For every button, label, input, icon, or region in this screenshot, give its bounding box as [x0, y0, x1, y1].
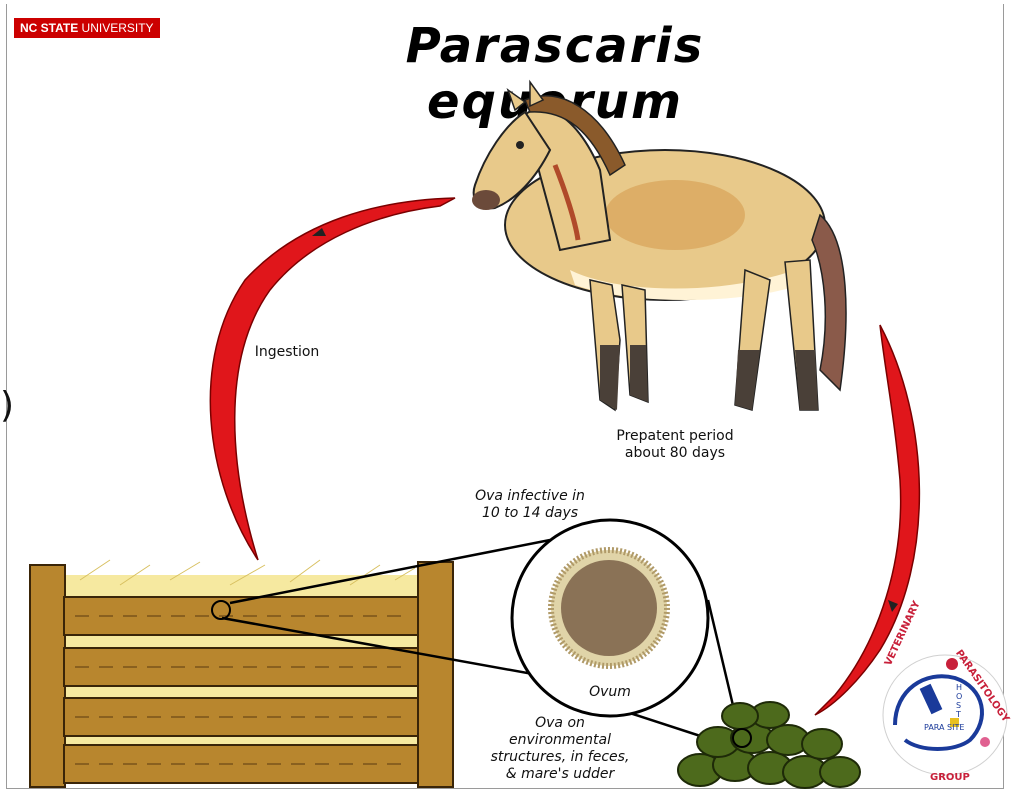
logo-host-letter: H [956, 683, 962, 692]
ova-location-label: Ova on environmental structures, in fece… [455, 715, 665, 783]
ovum-label: Ovum [578, 684, 642, 701]
fence-illustration [30, 560, 453, 787]
ingestion-arrow [210, 198, 455, 560]
logo-host-letter: O [956, 692, 962, 701]
prepatent-arrow [815, 325, 919, 715]
ova-infective-label: Ova infective in 10 to 14 days [455, 488, 605, 522]
logo-host-letter: T [956, 710, 962, 719]
logo-text-center: PARA SITE [924, 723, 964, 732]
prepatent-period-label: Prepatent period about 80 days [600, 428, 750, 462]
feces-pile [678, 702, 860, 788]
ingestion-label: Ingestion [232, 344, 342, 361]
vpg-logo [883, 655, 1007, 775]
logo-host-letter: S [956, 701, 962, 710]
logo-host-letters: H O S T [956, 683, 962, 719]
logo-text-group: GROUP [930, 772, 970, 783]
horse-illustration [472, 82, 846, 410]
parasite-dot-icon-2 [980, 737, 990, 747]
